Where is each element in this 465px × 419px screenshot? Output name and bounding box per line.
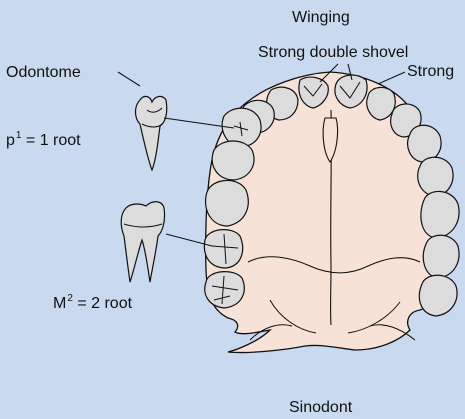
label-p1-root: p1 = 1 root: [6, 132, 81, 152]
label-sinodont: Sinodont: [289, 399, 352, 417]
tooth-right-second-molar: [423, 235, 459, 278]
label-m2-rest: = 2 root: [73, 295, 132, 312]
label-p1-base: p: [6, 132, 15, 149]
tooth-left-second-molar: [204, 230, 242, 268]
tooth-left-second-premolar: [212, 141, 254, 180]
tooth-right-second-premolar: [418, 157, 453, 196]
label-p1-sup: 1: [16, 130, 22, 141]
label-strong-double-shovel: Strong double shovel: [258, 44, 408, 62]
tooth-right-first-molar: [421, 191, 459, 238]
label-m2-root: M2 = 2 root: [53, 295, 132, 315]
tooth-left-first-molar: [206, 180, 249, 226]
leader-odontome: [118, 72, 140, 86]
tooth-right-first-premolar: [408, 125, 441, 162]
label-strong: Strong: [407, 63, 454, 81]
label-winging: Winging: [292, 9, 350, 27]
isolated-molar: [121, 202, 164, 282]
label-m2-base: M: [53, 295, 66, 312]
isolated-premolar: [136, 96, 167, 170]
leader-strong: [378, 72, 405, 84]
label-p1-rest: = 1 root: [21, 132, 80, 149]
label-odontome: Odontome: [6, 64, 81, 82]
tooth-right-third-molar: [419, 275, 457, 316]
label-m2-sup: 2: [67, 293, 73, 304]
tooth-left-third-molar: [205, 272, 244, 308]
